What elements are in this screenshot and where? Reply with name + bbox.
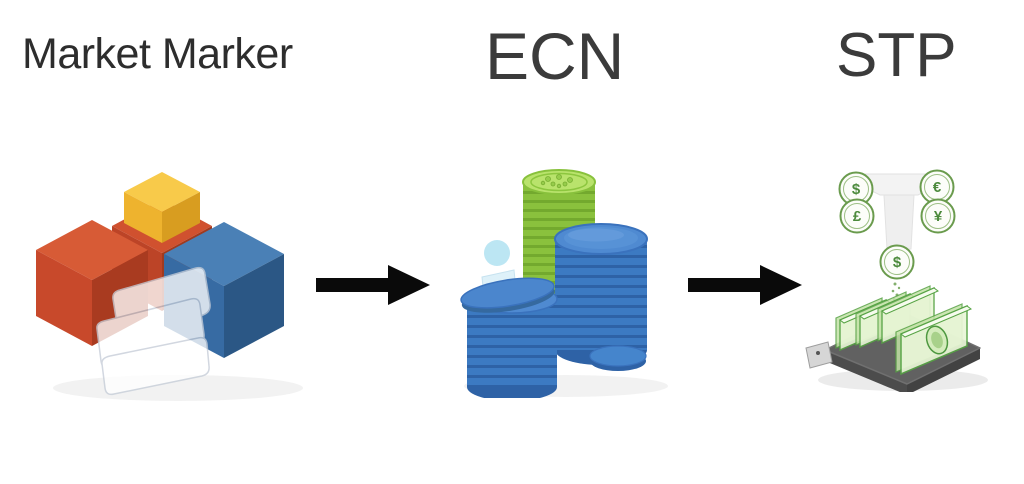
arrow-shape xyxy=(316,265,430,305)
section-stp: STP $ € xyxy=(790,0,1024,484)
coin-symbol: £ xyxy=(853,208,862,225)
tray-clip xyxy=(805,341,833,369)
arrow-right-icon xyxy=(688,265,802,305)
currency-coin: $ xyxy=(879,244,915,280)
coin-symbol: $ xyxy=(893,254,902,271)
section-ecn: ECN xyxy=(440,0,685,484)
arrow-shape xyxy=(688,265,802,305)
blue-coin-stack-large xyxy=(554,223,648,365)
coin-symbol: € xyxy=(933,179,942,196)
tilted-top-coin xyxy=(460,277,555,313)
currency-coin: $ xyxy=(838,171,874,207)
currency-coins: $ € £ ¥ xyxy=(838,169,956,280)
cash-notes xyxy=(835,285,972,376)
translucent-sheets xyxy=(96,266,211,396)
coin-symbol: ¥ xyxy=(934,208,943,225)
blue-coin-stack-small xyxy=(460,277,558,398)
currency-coin: £ xyxy=(839,198,875,234)
yellow-cube xyxy=(124,172,200,243)
banknote-portrait-inner xyxy=(931,331,943,349)
cash-note-row-front xyxy=(895,303,972,376)
coin-stacks-illustration xyxy=(460,169,668,398)
currency-coin: ¥ xyxy=(920,198,956,234)
stp-label: STP xyxy=(836,21,957,90)
coin-face-mosaic xyxy=(540,174,573,189)
market-maker-label: Market Marker xyxy=(22,30,293,78)
section-market-maker: Market Marker xyxy=(0,0,330,484)
coin-symbol: $ xyxy=(852,181,861,198)
cash-note-row xyxy=(877,285,939,345)
flat-blue-coin xyxy=(589,345,647,371)
arrow-right-icon xyxy=(316,265,430,305)
cash-funnel-illustration: $ € £ ¥ xyxy=(805,169,988,392)
ecn-label: ECN xyxy=(485,19,625,93)
building-blocks-illustration xyxy=(36,172,303,401)
